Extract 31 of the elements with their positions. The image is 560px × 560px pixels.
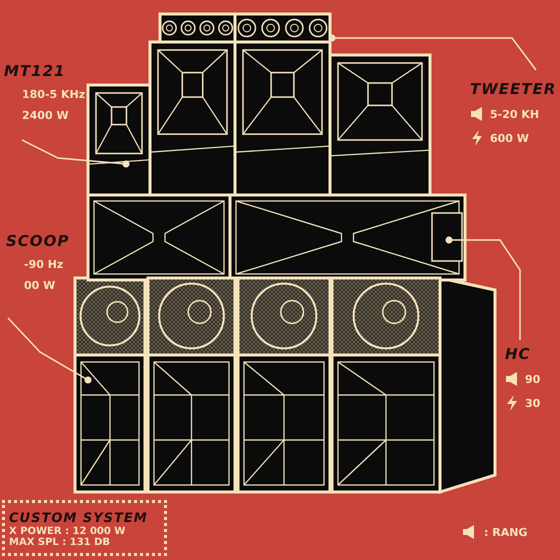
leader-line xyxy=(7,317,92,384)
system-heading: CUSTOM SYSTEM xyxy=(9,511,149,526)
loudspeaker-cabinet xyxy=(148,40,236,196)
spec-line: X POWER : 12 000 W xyxy=(9,526,126,537)
model-heading: SCOOP xyxy=(6,232,70,250)
bass-bin xyxy=(74,276,146,494)
power-rating: 30 xyxy=(525,396,540,410)
model-heading: TWEETER xyxy=(470,80,556,98)
legend-text: : RANG xyxy=(484,526,528,538)
frequency-range: 180-5 KHz xyxy=(22,88,86,101)
leader-line xyxy=(446,236,521,340)
loudspeaker-cabinet xyxy=(234,40,332,196)
loudspeaker-cabinet xyxy=(328,54,432,196)
bass-bin xyxy=(146,276,236,494)
frequency-range: -90 Hz xyxy=(24,258,64,271)
horn-cabinet xyxy=(86,194,232,282)
info-panel xyxy=(2,500,167,556)
frequency-range: 90 xyxy=(525,372,540,386)
leader-line xyxy=(22,139,130,168)
power-rating: 600 W xyxy=(490,132,529,144)
power-rating: 00 W xyxy=(24,279,56,292)
model-heading: HC xyxy=(505,345,532,363)
power-rating: 2400 W xyxy=(22,109,69,122)
spec-line: MAX SPL : 131 DB xyxy=(9,537,112,548)
model-heading: MT121 xyxy=(4,62,66,80)
horn-cabinet xyxy=(228,194,466,282)
leader-line xyxy=(328,34,537,70)
bass-bin xyxy=(236,276,332,494)
loudspeaker-cabinet xyxy=(86,84,152,196)
frequency-range: 5-20 KH xyxy=(490,108,540,120)
bass-bin xyxy=(330,276,442,494)
